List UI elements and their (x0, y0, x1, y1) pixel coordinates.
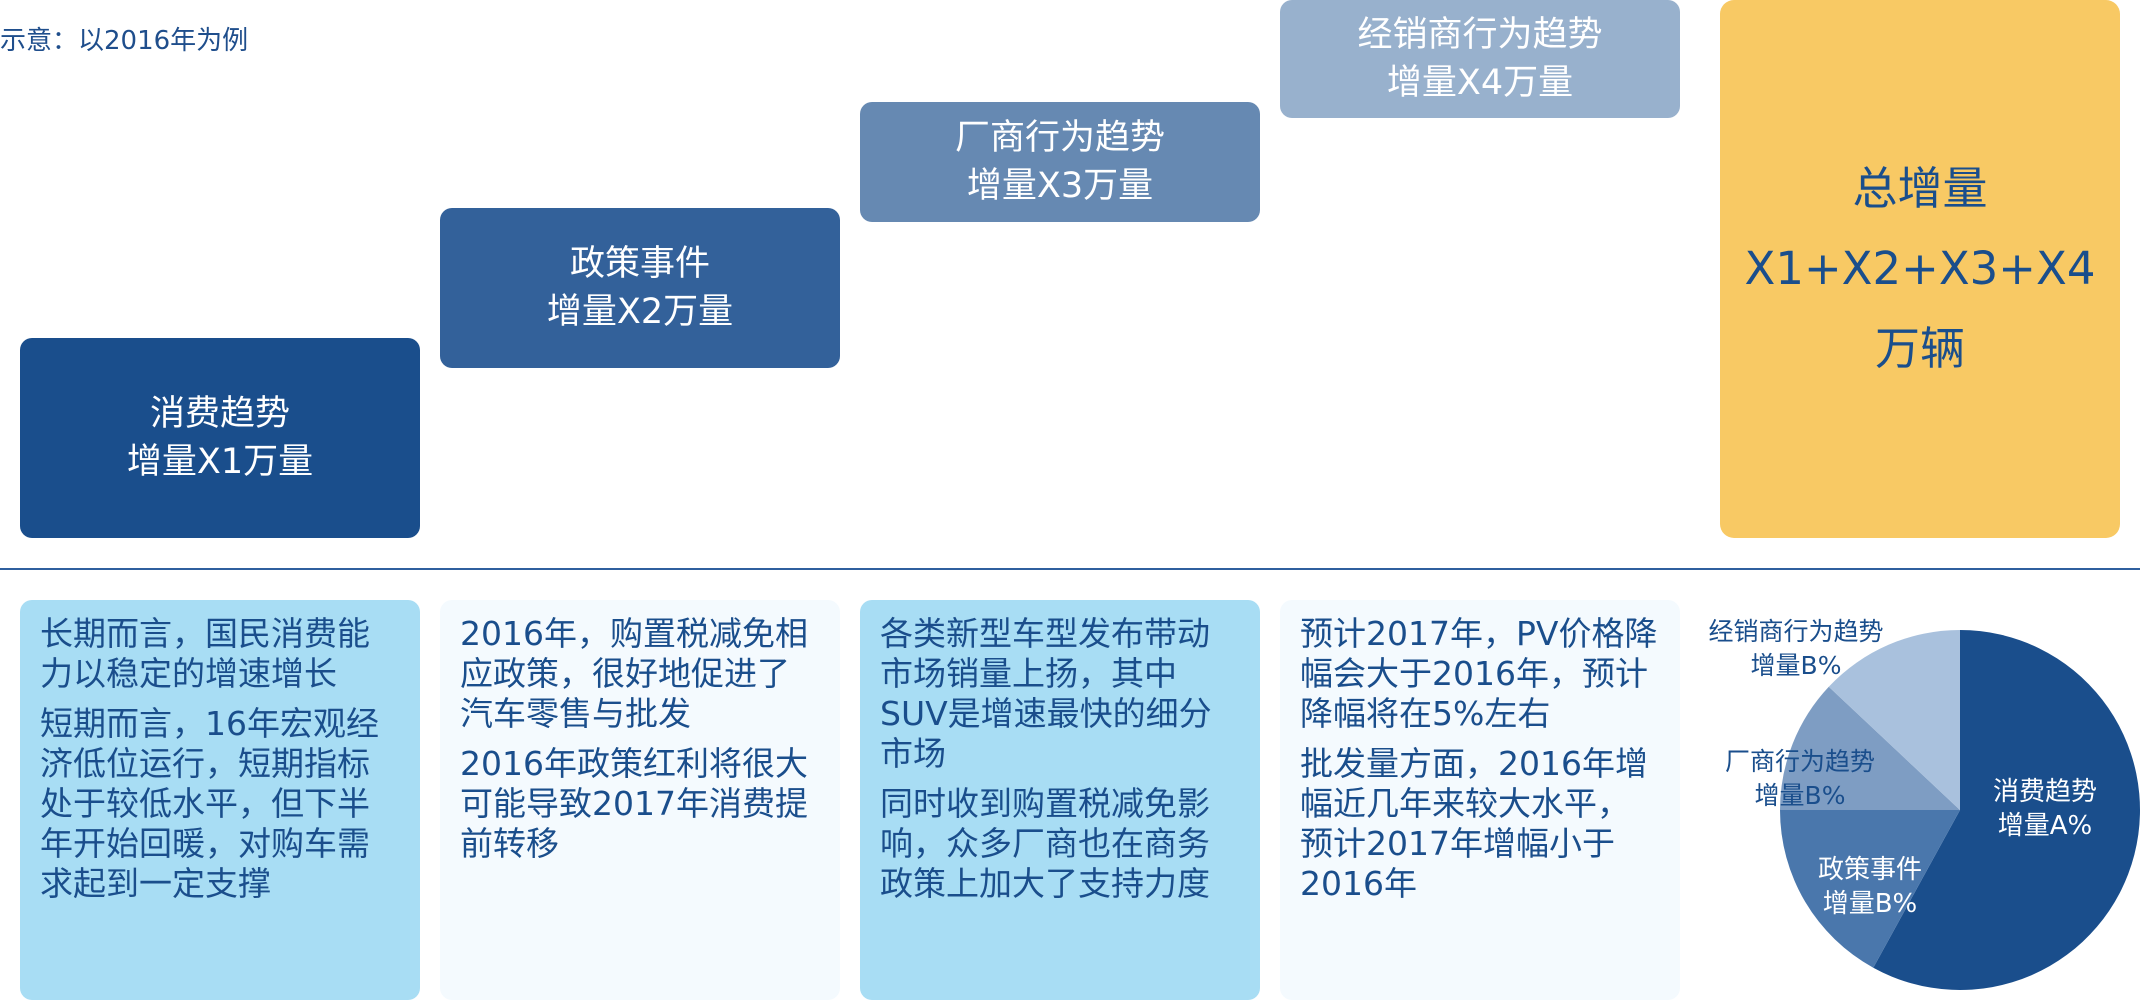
description-paragraph: 短期而言，16年宏观经济低位运行，短期指标处于较低水平，但下半年开始回暖，对购车… (40, 704, 379, 903)
step-title: 经销商行为趋势 (1357, 15, 1603, 55)
description-consumption: 长期而言，国民消费能力以稳定的增速增长 短期而言，16年宏观经济低位运行，短期指… (20, 600, 420, 1000)
step-title: 消费趋势 (149, 394, 290, 434)
total-title: 总增量 (1852, 162, 1988, 215)
pie-slice-label: 政策事件 (1818, 855, 1922, 885)
description-policy: 2016年，购置税减免相应政策，很好地促进了汽车零售与批发 2016年政策红利将… (440, 600, 840, 1000)
pie-slice-label: 增量A% (1998, 811, 2093, 841)
total-increase-box: 总增量 X1+X2+X3+X4 万辆 (1720, 0, 2120, 538)
step-value: 增量X3万量 (966, 166, 1154, 206)
step-manufacturer-trend: 厂商行为趋势 增量X3万量 (860, 102, 1260, 222)
pie-slice (1780, 810, 1960, 968)
pie-slice-label: 消费趋势 (1993, 777, 2097, 807)
step-policy-event: 政策事件 增量X2万量 (440, 208, 840, 368)
step-title: 厂商行为趋势 (954, 118, 1165, 158)
pie-slice-label: 增量B% (1751, 651, 1842, 680)
description-dealer: 预计2017年，PV价格降幅会大于2016年，预计降幅将在5%左右 批发量方面，… (1280, 600, 1680, 1000)
description-paragraph: 预计2017年，PV价格降幅会大于2016年，预计降幅将在5%左右 (1300, 614, 1658, 733)
description-paragraph: 2016年，购置税减免相应政策，很好地促进了汽车零售与批发 (460, 614, 808, 733)
description-paragraph: 各类新型车型发布带动市场销量上扬，其中SUV是增速最快的细分市场 (880, 614, 1212, 773)
pie-slice (1873, 630, 2140, 990)
step-value: 增量X4万量 (1386, 63, 1574, 103)
section-divider (0, 568, 2140, 570)
description-manufacturer: 各类新型车型发布带动市场销量上扬，其中SUV是增速最快的细分市场 同时收到购置税… (860, 600, 1260, 1000)
pie-slice-label: 厂商行为趋势 (1725, 747, 1875, 776)
example-note: 示意：以2016年为例 (0, 26, 249, 56)
pie-slice (1828, 630, 1960, 810)
total-formula: X1+X2+X3+X4 (1744, 242, 2096, 295)
pie-slice (1780, 686, 1960, 810)
description-paragraph: 批发量方面，2016年增幅近几年来较大水平，预计2017年增幅小于2016年 (1300, 744, 1648, 903)
total-unit: 万辆 (1874, 322, 1965, 375)
step-consumption-trend: 消费趋势 增量X1万量 (20, 338, 420, 538)
step-title: 政策事件 (569, 244, 710, 284)
description-paragraph: 2016年政策红利将很大可能导致2017年消费提前转移 (460, 744, 808, 863)
description-paragraph: 长期而言，国民消费能力以稳定的增速增长 (40, 614, 370, 693)
step-value: 增量X2万量 (546, 292, 734, 332)
pie-slice-label: 增量B% (1823, 889, 1918, 919)
pie-slice-label: 经销商行为趋势 (1708, 617, 1883, 646)
pie-slice-label: 增量B% (1755, 781, 1846, 810)
description-paragraph: 同时收到购置税减免影响，众多厂商也在商务政策上加大了支持力度 (880, 784, 1210, 903)
step-value: 增量X1万量 (126, 442, 314, 482)
step-dealer-trend: 经销商行为趋势 增量X4万量 (1280, 0, 1680, 118)
